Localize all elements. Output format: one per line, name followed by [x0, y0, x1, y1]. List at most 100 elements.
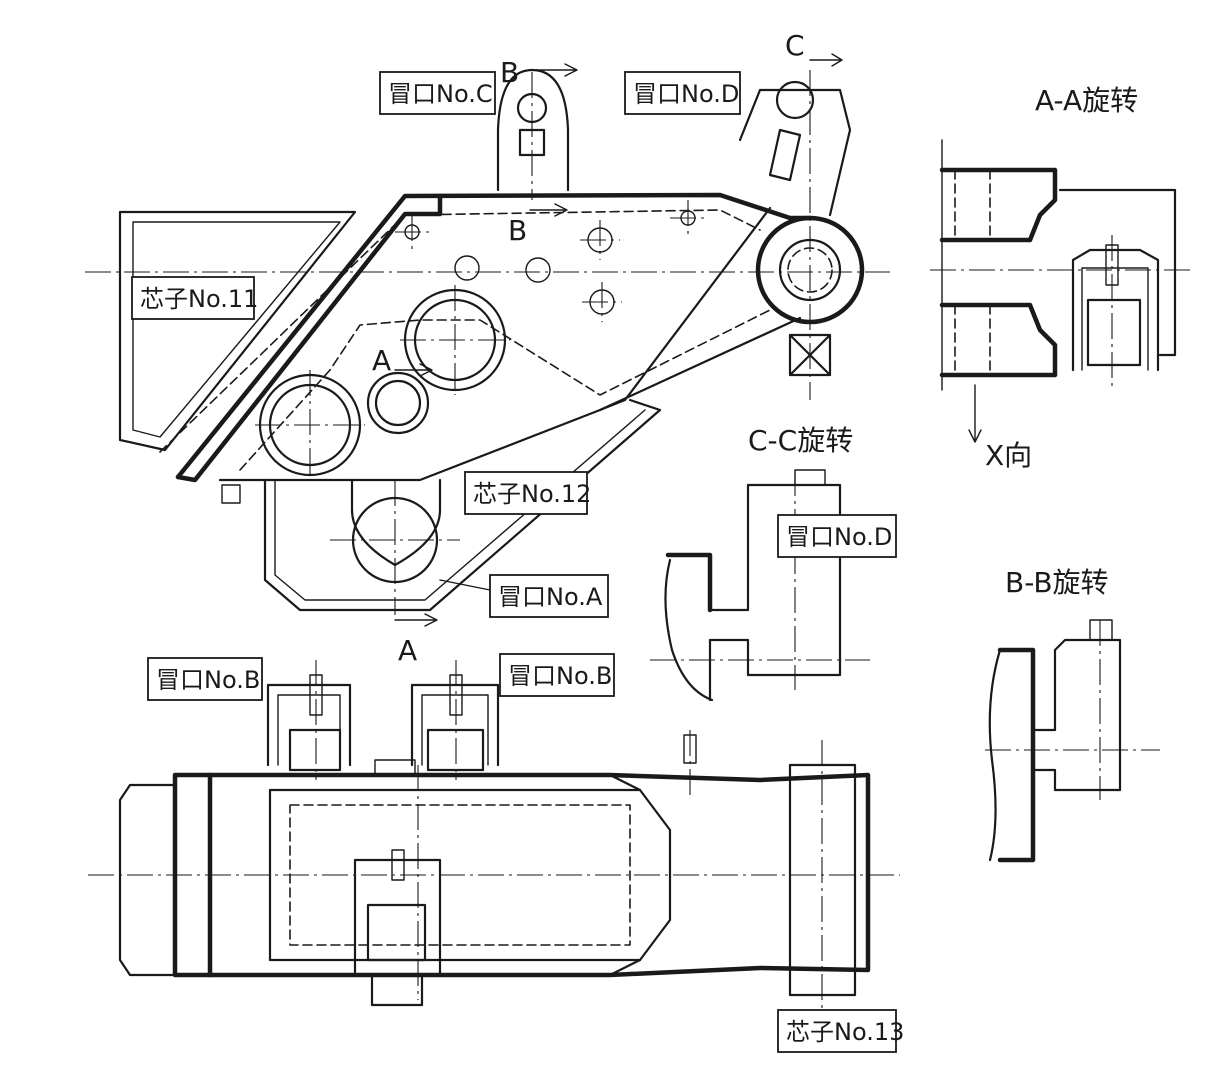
small-hole-1 — [454, 255, 480, 281]
section-mark-b-top: B — [500, 56, 519, 89]
section-aa-view-arrow — [941, 139, 982, 443]
section-bb-top-lug — [1089, 619, 1113, 641]
riser-c-neck — [518, 128, 546, 157]
front-left-core-print — [118, 783, 177, 977]
riser-a-label-box — [489, 574, 609, 618]
section-a-mid-arrow — [394, 363, 433, 377]
section-mark-c-top: C — [785, 29, 805, 62]
medium-hole — [366, 371, 430, 435]
front-top-pad — [374, 759, 416, 776]
riser-b-left-label-box — [147, 657, 263, 701]
core-11-label: 芯子No.11 — [140, 285, 258, 313]
label-boxes: 冒口No.C 冒口No.D 芯子No.11 芯子No.12 冒口No.A 冒口N… — [131, 71, 904, 1053]
section-mark-a-low: A — [398, 634, 417, 667]
riser-c-label: 冒口No.C — [388, 80, 493, 108]
boss-outer-circle — [755, 215, 865, 325]
small-hole-2 — [525, 257, 551, 283]
front-boss — [788, 763, 857, 997]
riser-c-label-box — [379, 71, 496, 115]
core-12-outline — [263, 398, 662, 612]
section-cc-top-lug — [794, 469, 826, 486]
riser-a-leader — [439, 579, 491, 591]
section-bb-title: B-B旋转 — [1005, 566, 1109, 599]
riser-d-top-label-box — [624, 71, 741, 115]
riser-d-housing — [738, 88, 852, 217]
section-mark-b-mid: B — [508, 214, 527, 247]
core-13-label: 芯子No.13 — [786, 1018, 904, 1046]
section-bb-wall — [997, 647, 1036, 863]
top-view — [85, 53, 890, 627]
riser-b-right-pin — [449, 674, 463, 716]
riser-d-section-label: 冒口No.D — [786, 523, 892, 551]
section-aa-lower-block — [939, 302, 1058, 378]
riser-b-left-pin — [309, 674, 323, 716]
core-11-outline — [118, 210, 357, 452]
section-cc-view — [650, 469, 870, 702]
front-bottom-lug — [370, 973, 424, 1007]
riser-d-neck — [768, 128, 802, 182]
front-main-body — [172, 772, 871, 978]
small-square — [221, 484, 241, 504]
section-cc-title: C-C旋转 — [748, 424, 853, 457]
riser-b-right-outer — [410, 683, 500, 767]
section-aa-dash-lines — [954, 169, 991, 376]
core-11-label-box — [131, 276, 255, 320]
arm-edge — [598, 206, 772, 412]
section-b-mid-arrow — [529, 203, 568, 217]
main-body-lower-edge — [218, 316, 802, 482]
section-mark-a-mid: A — [372, 344, 391, 377]
riser-b-right-label-box — [499, 653, 615, 697]
section-aa-riser-inner — [1081, 267, 1149, 371]
riser-b-left-neck — [288, 728, 342, 772]
hole-centerlines — [255, 200, 705, 480]
riser-b-left-label: 冒口No.B — [156, 666, 260, 694]
section-c-top-arrow — [809, 53, 843, 67]
boss-core-circle — [787, 247, 833, 293]
front-central-riser-outer — [353, 858, 442, 977]
boss-inner-circle — [778, 238, 842, 302]
core-12-label-box — [464, 471, 588, 515]
riser-c-top-circle — [516, 92, 548, 124]
section-aa-pin — [1105, 244, 1119, 286]
section-aa-riser-outer — [1071, 248, 1160, 372]
core-13-label-box — [777, 1009, 897, 1053]
boss-cross-box — [788, 333, 832, 377]
section-aa-title: A-A旋转 — [1035, 84, 1138, 117]
section-cc-wall-top — [665, 552, 713, 613]
section-aa-view — [930, 139, 1190, 443]
section-cc-break-line — [664, 558, 714, 702]
section-aa-frame — [1058, 188, 1177, 357]
front-central-pin — [391, 849, 405, 881]
riser-a-centerlines — [330, 480, 460, 615]
section-cc-body — [708, 483, 842, 702]
riser-a-housing — [350, 478, 442, 567]
riser-d-section-label-box — [777, 514, 897, 558]
section-bb-view — [985, 619, 1160, 863]
holes — [255, 200, 705, 480]
core-12-inner — [274, 409, 646, 601]
core-12-label: 芯子No.12 — [473, 480, 591, 508]
core-11-inner — [132, 221, 341, 438]
riser-d-top-circle — [775, 80, 815, 120]
riser-b-left-outer — [266, 683, 352, 767]
riser-b-right-label: 冒口No.B — [508, 662, 612, 690]
riser-a-label: 冒口No.A — [498, 583, 603, 611]
section-a-low-arrow — [394, 613, 438, 627]
titles: A-A旋转 C-C旋转 B-B旋转 X向 B B A A C — [372, 29, 1138, 667]
medium-hole-inner — [374, 379, 422, 427]
front-top-pin — [683, 734, 697, 764]
riser-b-right-neck — [426, 728, 485, 772]
inner-core-dash-top — [159, 209, 761, 453]
view-direction-label: X向 — [985, 439, 1032, 472]
riser-d-top-label: 冒口No.D — [633, 80, 739, 108]
section-bb-break-line — [988, 648, 1002, 862]
inner-core-dash-bottom — [239, 309, 771, 471]
section-b-top-arrow — [529, 63, 578, 77]
section-aa-upper-block — [939, 167, 1058, 243]
riser-b-right-inner — [421, 694, 489, 766]
section-bb-body — [1031, 638, 1122, 792]
front-core-dash — [289, 804, 631, 946]
section-aa-riser-neck — [1086, 298, 1142, 367]
main-body-left-flange — [175, 193, 443, 483]
